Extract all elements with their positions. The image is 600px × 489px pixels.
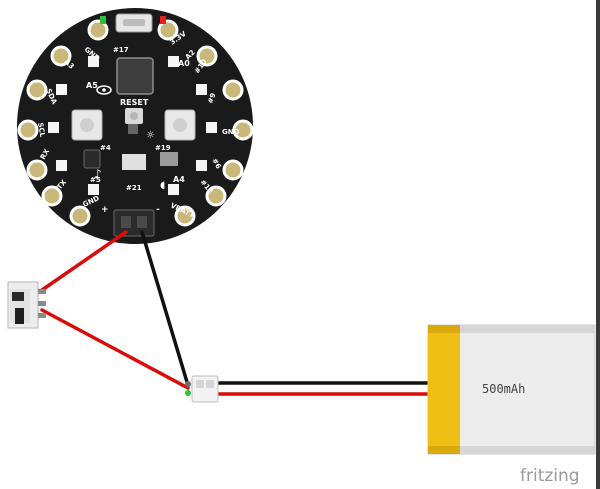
usb-port-slot <box>123 19 145 26</box>
battery-cap <box>428 325 460 454</box>
pad-label: A5 <box>86 81 98 90</box>
music-note-icon: ♪ <box>94 167 102 181</box>
pad-label: GND <box>222 128 240 136</box>
slide-switch-on-board <box>122 154 146 170</box>
pad <box>87 19 109 41</box>
temperature-sensor <box>160 152 178 166</box>
pad <box>26 159 48 181</box>
neopixel-led <box>196 160 207 171</box>
neopixel-led <box>88 184 99 195</box>
neopixel-led <box>196 84 207 95</box>
green-led-icon <box>100 16 106 24</box>
component-label: #5 <box>90 176 101 184</box>
connector-end-point <box>185 381 191 387</box>
connector-end-point <box>185 390 191 396</box>
pad <box>41 185 63 207</box>
left-push-button-cap <box>80 118 94 132</box>
neopixel-led <box>206 122 217 133</box>
neopixel-leds <box>48 56 217 195</box>
jst-connector-slot <box>206 380 214 388</box>
battery-bottom-edge <box>428 446 595 454</box>
neopixel-led <box>56 160 67 171</box>
neopixel-led <box>48 122 59 133</box>
red-wire-board-to-switch <box>40 230 128 292</box>
lipo-battery: 500mAh <box>427 324 596 455</box>
board-pads <box>17 19 254 227</box>
slide-switch-knob <box>15 308 24 324</box>
slide-switch <box>7 281 46 329</box>
neopixel-led <box>88 56 99 67</box>
red-wire-switch-to-connector <box>40 308 190 390</box>
battery-top-edge <box>428 325 595 333</box>
component-label: #17 <box>113 46 129 54</box>
reset-button-cap <box>130 112 138 120</box>
eye-pupil <box>102 88 106 92</box>
battery-cap-edge <box>428 446 460 454</box>
board-battery-connector <box>113 209 155 237</box>
neopixel-led <box>168 184 179 195</box>
pad-label: A4 <box>173 175 185 184</box>
jst-connector-slot <box>196 380 204 388</box>
light-sensor <box>128 124 138 134</box>
pad-label: #9 <box>206 92 217 105</box>
eye-icon <box>96 85 112 95</box>
frame-edge <box>596 0 600 489</box>
switch-pin <box>38 301 46 306</box>
component-label: #21 <box>126 184 142 192</box>
pad <box>205 185 227 207</box>
neopixel-led <box>168 56 179 67</box>
component-label: #19 <box>155 144 171 152</box>
slide-switch-knob-top <box>12 292 24 301</box>
connector-pin-negative <box>137 216 147 228</box>
red-led-icon <box>160 16 166 24</box>
neopixel-led <box>56 84 67 95</box>
right-push-button-cap <box>173 118 187 132</box>
battery-capacity-label: 500mAh <box>482 382 525 396</box>
pad <box>17 119 39 141</box>
pad <box>222 159 244 181</box>
microcontroller-chip <box>116 57 154 95</box>
component-label: #4 <box>100 144 111 152</box>
pad <box>50 45 72 67</box>
wires <box>40 230 430 396</box>
reset-label: RESET <box>120 98 149 107</box>
jst-wire-connector <box>185 375 219 403</box>
circuit-playground-board: GND 3.3V #10 #9 GND #6 #12 VBATT GND TX … <box>17 8 254 244</box>
speaker-component <box>83 149 101 169</box>
plus-label: + <box>101 205 109 215</box>
battery-cap-edge <box>428 325 460 333</box>
pad <box>69 205 91 227</box>
pad <box>174 205 196 227</box>
pad <box>196 45 218 67</box>
pad <box>222 79 244 101</box>
black-wire-board-to-connector <box>140 230 189 384</box>
pad <box>26 79 48 101</box>
connector-pin-positive <box>121 216 131 228</box>
jst-connector-body <box>191 375 219 403</box>
minus-label: - <box>156 205 160 215</box>
component-label: A0 <box>178 59 190 68</box>
pad <box>157 19 179 41</box>
switch-pin <box>38 313 46 318</box>
fritzing-watermark: fritzing <box>520 466 580 486</box>
ear-icon: ◖ <box>160 180 165 191</box>
switch-pin <box>38 289 46 294</box>
pad-label: SCL <box>36 122 47 138</box>
sun-icon: ☼ <box>146 130 155 141</box>
pad <box>232 119 254 141</box>
